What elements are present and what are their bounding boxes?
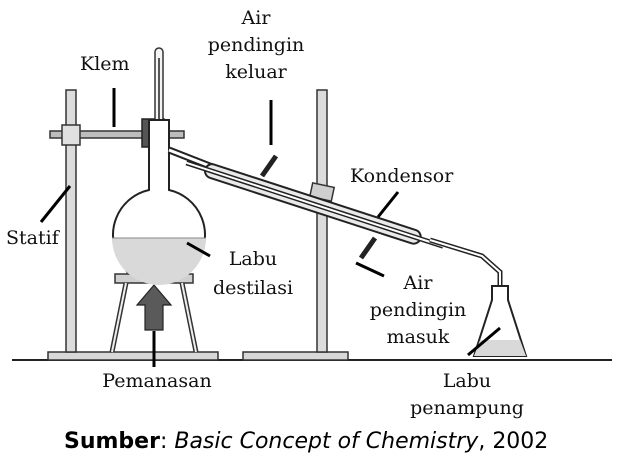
label-kondensor: Kondensor <box>350 165 454 187</box>
label-air-keluar-1: Air <box>241 7 272 29</box>
source-caption: Sumber: Basic Concept of Chemistry, 2002 <box>64 429 548 454</box>
pointer-kondensor <box>376 191 400 218</box>
right-stand-rod <box>316 89 328 353</box>
source-year-separator: , <box>478 429 493 454</box>
label-air-masuk-3: masuk <box>387 326 450 348</box>
label-klem: Klem <box>80 53 130 75</box>
flask-liquid <box>112 238 206 285</box>
label-air-masuk-2: pendingin <box>370 299 467 321</box>
pointer-labu-penampung <box>467 326 501 357</box>
left-stand-base <box>47 351 219 361</box>
source-prefix: Sumber <box>64 429 160 454</box>
clamp-boss <box>61 124 81 146</box>
heat-arrow-icon <box>135 284 173 331</box>
clamp-arm <box>49 130 185 139</box>
label-air-masuk-1: Air <box>403 272 434 294</box>
label-labu-penampung-1: Labu <box>443 370 491 392</box>
label-labu-penampung-2: penampung <box>410 397 524 419</box>
source-separator: : <box>159 429 175 454</box>
label-labu-destilasi-2: destilasi <box>213 277 293 299</box>
right-stand-base <box>242 351 349 361</box>
pointer-air-masuk <box>355 261 385 278</box>
label-air-keluar-2: pendingin <box>208 34 305 56</box>
label-labu-destilasi-1: Labu <box>229 248 277 270</box>
label-statif: Statif <box>6 227 61 249</box>
left-stand-rod <box>65 89 77 353</box>
label-air-keluar-3: keluar <box>225 61 287 83</box>
pointer-labu-destilasi <box>186 241 211 258</box>
label-pointers <box>39 88 501 367</box>
pointer-statif <box>39 185 72 223</box>
water-outlet-tube <box>259 154 279 178</box>
label-pemanasan: Pemanasan <box>102 370 211 392</box>
source-year: 2002 <box>492 429 549 454</box>
condenser <box>185 160 444 249</box>
distillate-liquid <box>474 340 526 356</box>
source-title: Basic Concept of Chemistry <box>174 429 479 454</box>
water-inlet-tube <box>358 236 378 260</box>
